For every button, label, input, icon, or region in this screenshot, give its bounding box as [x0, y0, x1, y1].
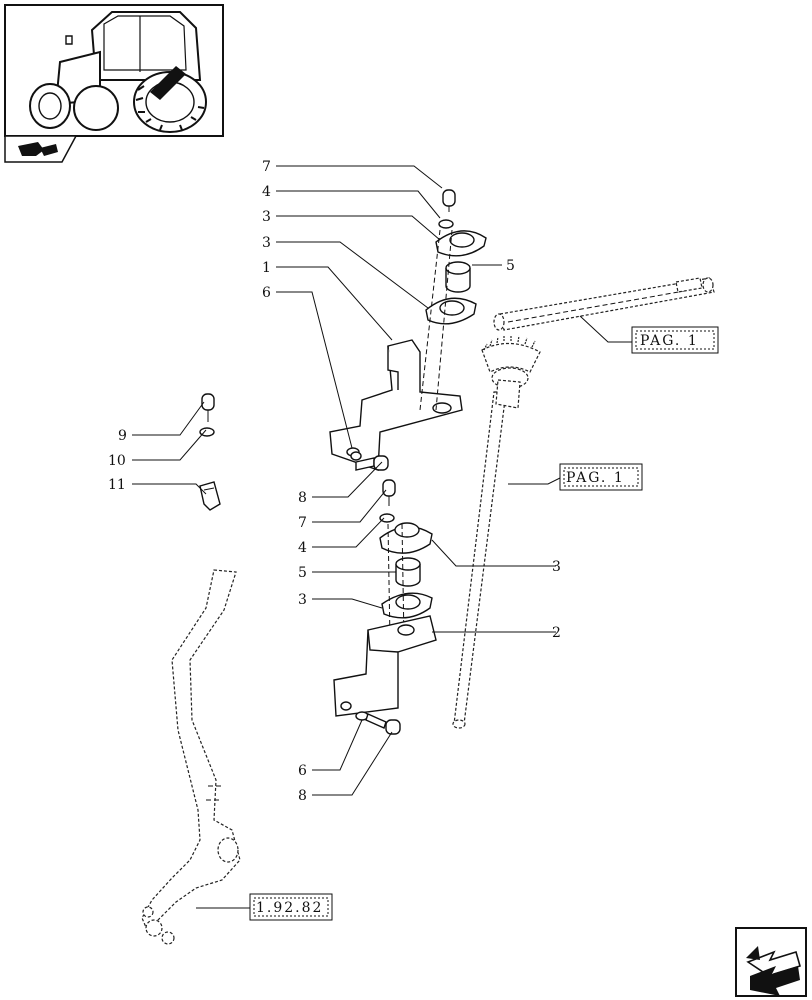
svg-text:PAG. 1: PAG. 1	[566, 470, 625, 486]
leader-lines	[132, 165, 636, 909]
callout-3-right: 3	[552, 559, 561, 575]
callout-8-mid: 8	[298, 490, 307, 506]
reference-pag-upper[interactable]: PAG. 1	[631, 326, 719, 354]
pedal-lever	[141, 569, 241, 945]
callout-11: 11	[108, 477, 126, 493]
callout-3-top-a: 3	[262, 209, 271, 225]
svg-text:PAG. 1: PAG. 1	[640, 333, 699, 349]
callout-10: 10	[108, 453, 126, 469]
tractor-thumbnail-icon[interactable]	[4, 4, 224, 137]
reference-section-1-92-82[interactable]: 1.92.82	[249, 893, 333, 921]
callout-6-top: 6	[262, 285, 271, 301]
callout-5-mid: 5	[298, 565, 307, 581]
callout-2-right: 2	[552, 625, 561, 641]
upper-rail-rod	[493, 277, 715, 331]
callout-7-top: 7	[262, 159, 271, 175]
lower-bracket	[333, 615, 437, 735]
reference-pag-middle[interactable]: PAG. 1	[559, 463, 643, 491]
callout-4-top: 4	[262, 184, 271, 200]
lower-fastener-stack	[379, 479, 433, 641]
svg-text:1.92.82: 1.92.82	[256, 900, 323, 916]
next-page-arrow-icon[interactable]	[735, 927, 807, 997]
callout-5-top: 5	[506, 258, 515, 274]
callout-9: 9	[118, 428, 127, 444]
callout-labels: 7 4 3 3 1 6 5 9 10 11 8 7 4 5 3 3 2 6 8	[108, 159, 561, 804]
gear-shaft	[452, 335, 541, 729]
upper-bracket	[329, 339, 463, 471]
callout-4-mid: 4	[298, 540, 307, 556]
callout-7-mid: 7	[298, 515, 307, 531]
left-small-parts	[199, 393, 221, 511]
upper-fastener-stack	[350, 189, 487, 471]
callout-1-top: 1	[262, 260, 271, 276]
tractor-category-icon[interactable]	[4, 135, 78, 163]
callout-3-top-b: 3	[262, 235, 271, 251]
callout-3-mid: 3	[298, 592, 307, 608]
callout-8-low: 8	[298, 788, 307, 804]
callout-6-low: 6	[298, 763, 307, 779]
